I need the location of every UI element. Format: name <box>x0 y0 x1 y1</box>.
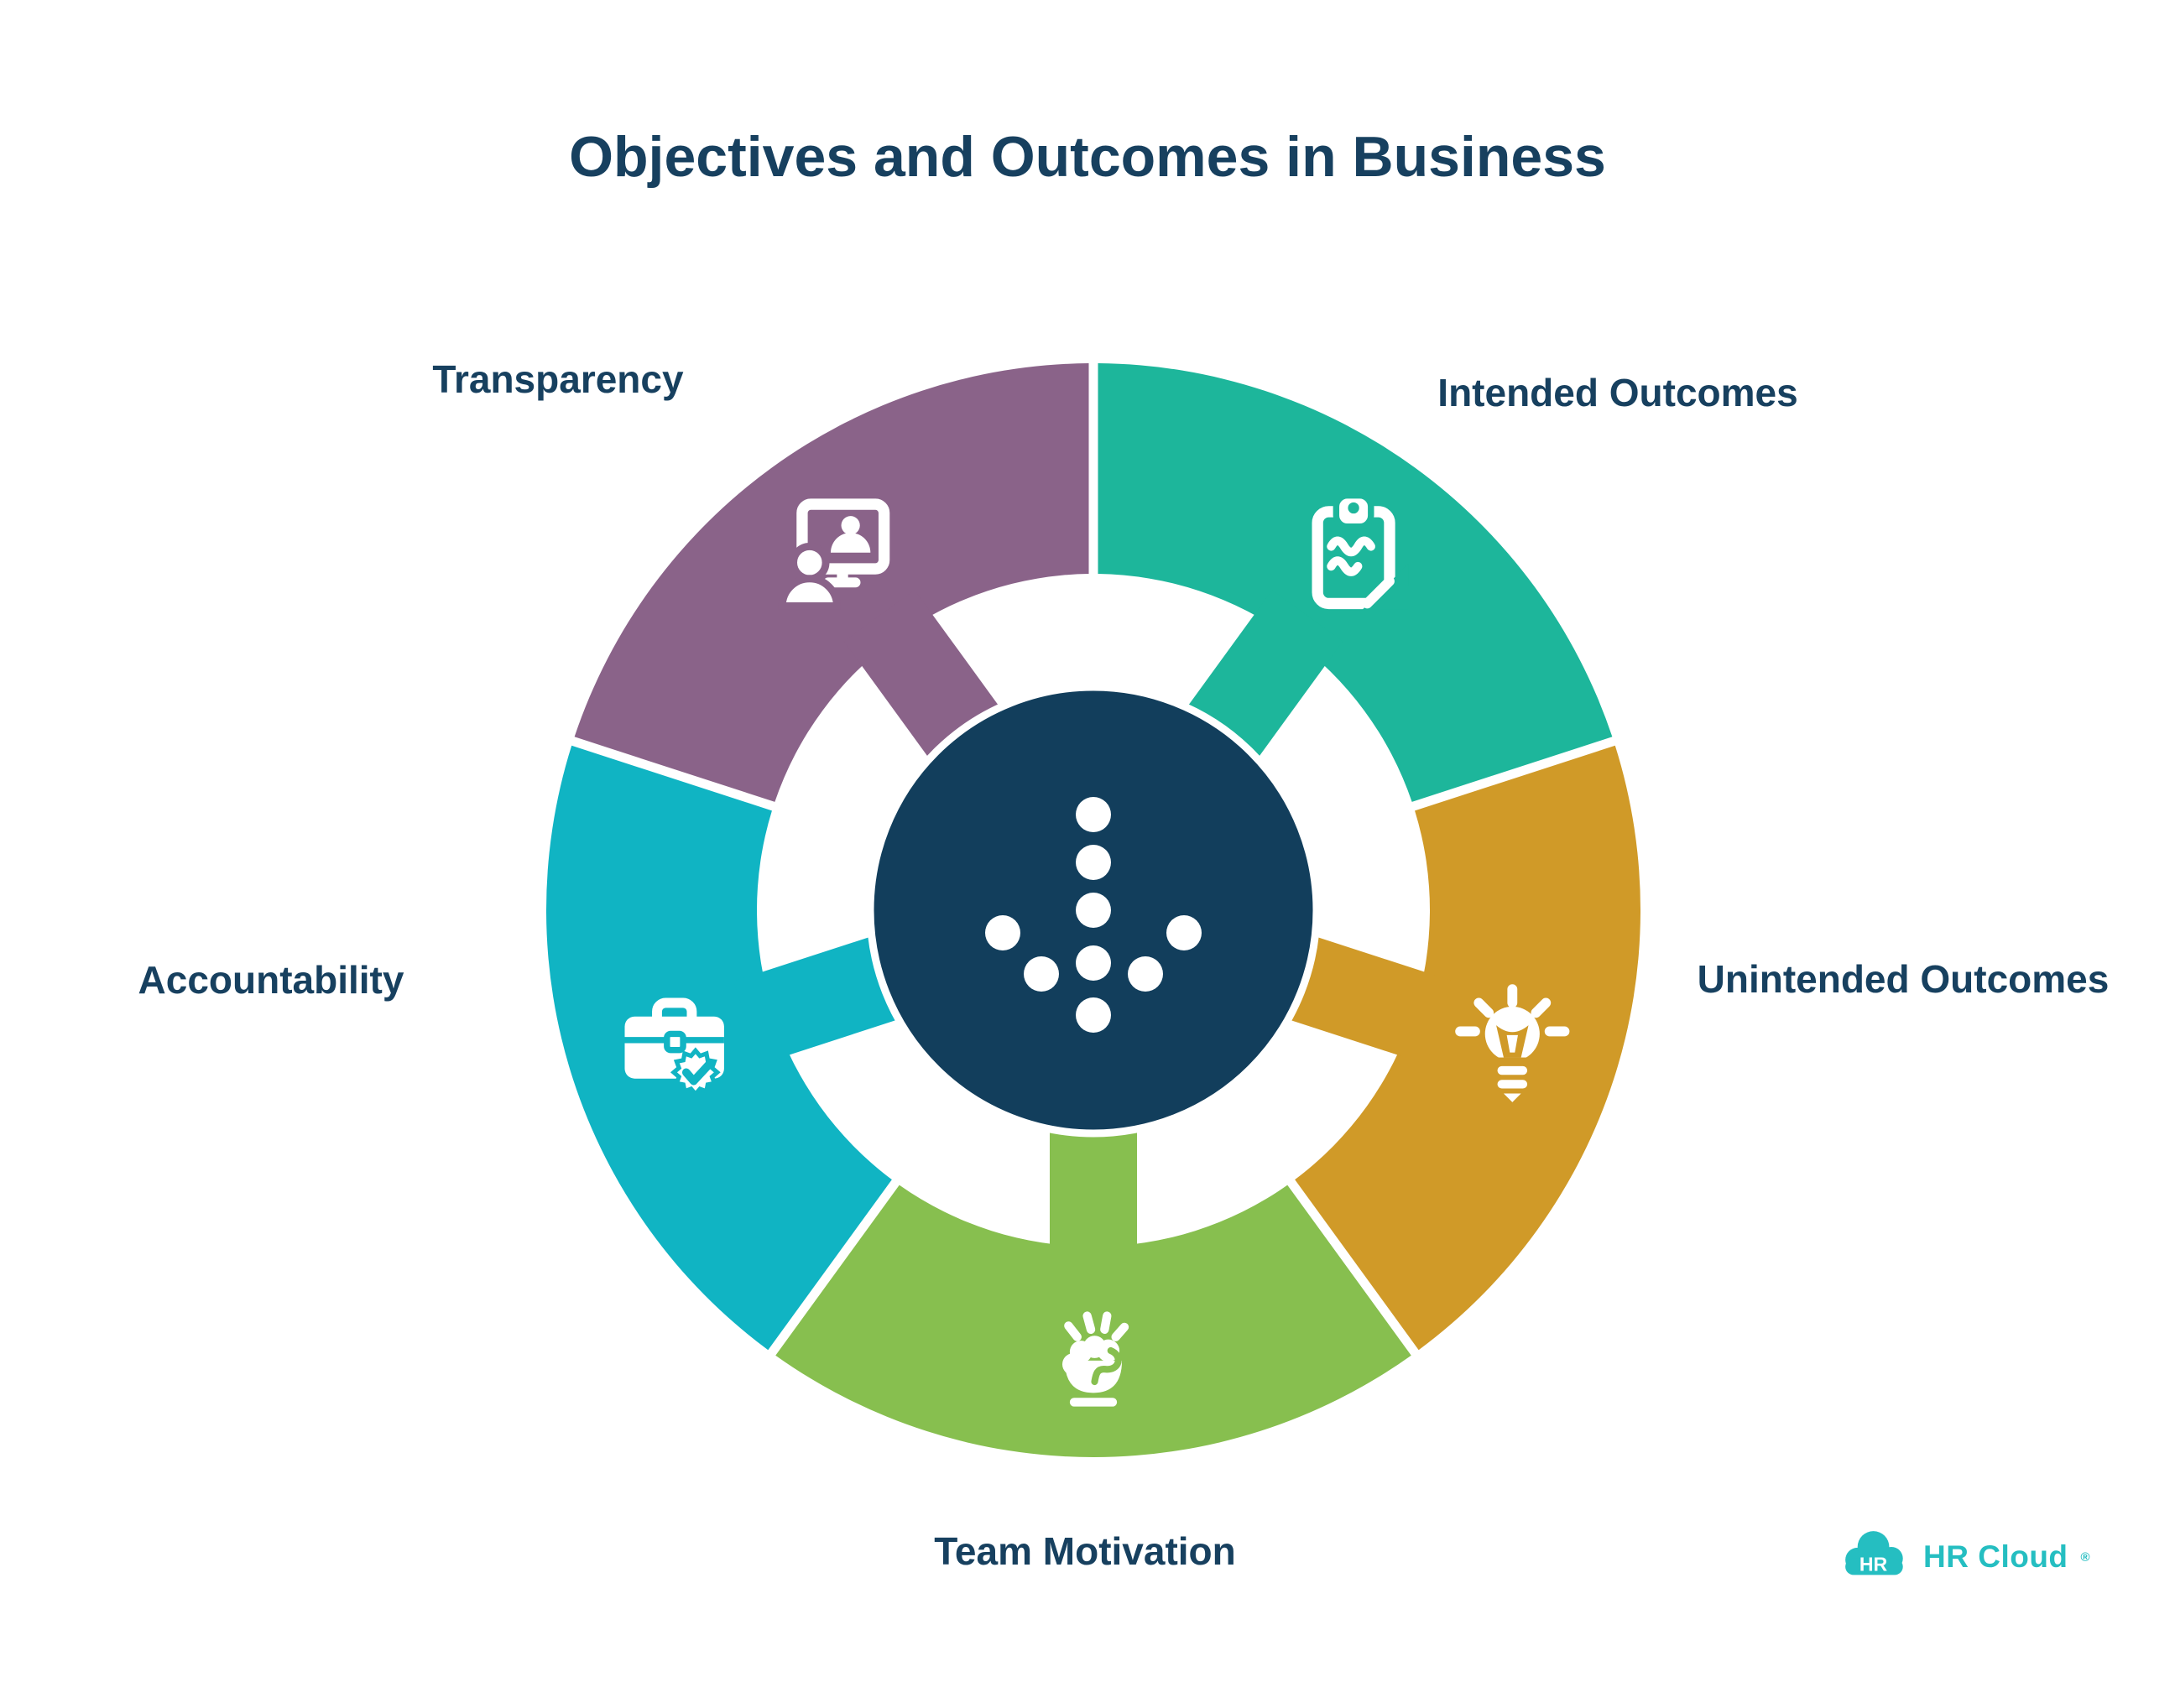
segment-stem-team-motivation <box>1050 1105 1137 1274</box>
brand-text: HR Cloud <box>1923 1539 2068 1574</box>
arrow-dot <box>1024 956 1059 992</box>
label-unintended-outcomes: Unintended Outcomes <box>1697 957 2110 1001</box>
arrow-dot <box>1128 956 1163 992</box>
arrow-dot <box>1076 845 1111 880</box>
label-transparency: Transparency <box>432 357 684 401</box>
segment-arc-unintended-outcomes <box>1295 745 1641 1351</box>
segment-arc-intended-outcomes <box>1098 363 1613 802</box>
lightbulb-icon <box>1455 984 1570 1102</box>
clipboard-notes-icon <box>1312 492 1409 610</box>
arrow-dot <box>1076 997 1111 1033</box>
page-title: Objectives and Outcomes in Business <box>569 125 1606 189</box>
briefcase-check-icon <box>624 997 724 1098</box>
video-call-icon <box>778 498 890 610</box>
segment-arc-team-motivation <box>775 1185 1411 1457</box>
arrow-dot <box>1076 893 1111 928</box>
label-intended-outcomes: Intended Outcomes <box>1437 371 1798 414</box>
fist-motivation-icon <box>1062 1311 1129 1407</box>
arrow-dot <box>985 915 1020 950</box>
label-team-motivation: Team Motivation <box>934 1529 1236 1573</box>
hr-cloud-logo: HR HR Cloud ® <box>1840 1527 2090 1587</box>
arrow-dot <box>1076 945 1111 981</box>
arrow-dot <box>1076 797 1111 832</box>
label-accountability: Accountability <box>138 958 404 1002</box>
dotted-arrow-down-icon <box>985 797 1202 1033</box>
arrow-dot <box>1166 915 1202 950</box>
registered-mark: ® <box>2080 1549 2090 1565</box>
hr-cloud-cloud-icon: HR <box>1845 1531 1903 1575</box>
cloud-badge-text: HR <box>1859 1553 1888 1575</box>
